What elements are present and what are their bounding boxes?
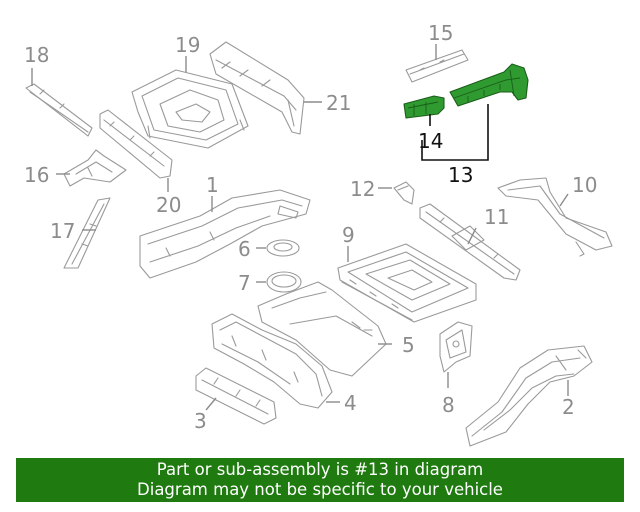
callout-4: 4 bbox=[344, 391, 357, 415]
callout-6: 6 bbox=[238, 237, 251, 261]
callout-21: 21 bbox=[326, 91, 351, 115]
callout-11: 11 bbox=[484, 205, 509, 229]
part-10-rear-member bbox=[497, 177, 613, 257]
part-16-bracket bbox=[63, 149, 127, 187]
callout-3: 3 bbox=[194, 409, 207, 433]
callouts: 18 19 21 16 20 17 1 6 7 12 9 11 10 5 4 3… bbox=[24, 21, 597, 433]
callout-15: 15 bbox=[428, 21, 453, 45]
callout-18: 18 bbox=[24, 43, 49, 67]
callout-20: 20 bbox=[156, 193, 181, 217]
info-banner: Part or sub-assembly is #13 in diagram D… bbox=[16, 458, 624, 502]
banner-line-2: Diagram may not be specific to your vehi… bbox=[137, 480, 503, 499]
part-6-plug bbox=[266, 239, 300, 257]
callout-14: 14 bbox=[418, 129, 443, 153]
part-2-rear-side-member bbox=[465, 345, 593, 447]
callout-17: 17 bbox=[50, 219, 75, 243]
leader-10 bbox=[559, 193, 569, 207]
part-12-clip bbox=[393, 181, 415, 205]
part-21-rear-panel bbox=[209, 41, 305, 135]
callout-12: 12 bbox=[350, 177, 375, 201]
part-8-bracket bbox=[439, 321, 473, 373]
callout-1: 1 bbox=[206, 173, 219, 197]
callout-10: 10 bbox=[572, 173, 597, 197]
callout-2: 2 bbox=[562, 395, 575, 419]
callout-19: 19 bbox=[175, 33, 200, 57]
callout-13: 13 bbox=[448, 163, 473, 187]
callout-9: 9 bbox=[342, 223, 355, 247]
part-13-rail-assembly bbox=[449, 63, 529, 107]
banner-line-1: Part or sub-assembly is #13 in diagram bbox=[156, 460, 484, 479]
part-11-cross-member bbox=[419, 203, 521, 281]
part-14-bracket bbox=[403, 95, 445, 119]
part-4-cross-member bbox=[211, 313, 333, 409]
part-17-brace bbox=[63, 197, 111, 269]
part-18-rail bbox=[25, 83, 93, 137]
leader-lines bbox=[31, 44, 569, 411]
leader-3 bbox=[205, 397, 217, 411]
part-7-grommet bbox=[266, 271, 302, 293]
part-9-floor-pan bbox=[337, 243, 477, 323]
callout-8: 8 bbox=[442, 393, 455, 417]
part-15-upper-panel bbox=[405, 49, 469, 83]
leader-13 bbox=[421, 104, 489, 161]
part-3-lower-bracket bbox=[195, 367, 277, 425]
callout-16: 16 bbox=[24, 163, 49, 187]
part-1-side-member bbox=[139, 189, 311, 279]
part-19-spare-tub bbox=[131, 69, 249, 149]
callout-5: 5 bbox=[402, 333, 415, 357]
leader-11 bbox=[467, 227, 477, 245]
part-20-reinforcement bbox=[99, 109, 173, 179]
callout-7: 7 bbox=[238, 271, 251, 295]
